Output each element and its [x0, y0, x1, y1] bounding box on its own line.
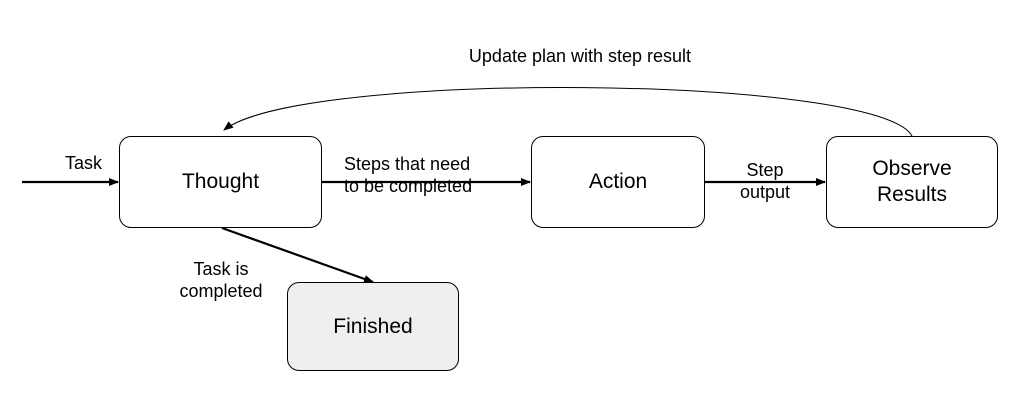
feedback-arrow: [223, 87, 913, 137]
steps-label: Steps that need to be completed: [344, 153, 472, 197]
finished-node: Finished: [287, 282, 459, 371]
step-output-line1: Step: [746, 160, 784, 180]
feedback-label-text: Update plan with step result: [468, 46, 692, 66]
task-label: Task: [65, 152, 102, 174]
feedback-label: Update plan with step result: [400, 45, 760, 67]
thought-node: Thought: [119, 136, 322, 228]
steps-label-line1: Steps that need: [344, 154, 471, 174]
completed-label-line2: completed: [179, 281, 263, 301]
finished-label: Finished: [333, 314, 413, 338]
completed-label-line1: Task is: [193, 259, 249, 279]
step-output-line2: output: [739, 182, 791, 202]
completed-label: Task is completed: [162, 258, 280, 302]
action-node: Action: [531, 136, 705, 228]
task-label-text: Task: [65, 153, 103, 173]
action-label: Action: [588, 170, 648, 193]
observe-label-line2: Results: [876, 183, 948, 206]
steps-label-line2: to be completed: [344, 176, 473, 196]
observe-label-line1: Observe: [872, 157, 952, 180]
thought-label: Thought: [181, 170, 260, 193]
completed-arrow: [221, 226, 374, 284]
step-output-label: Step output: [729, 159, 801, 203]
observe-results-node: Observe Results: [826, 136, 998, 228]
